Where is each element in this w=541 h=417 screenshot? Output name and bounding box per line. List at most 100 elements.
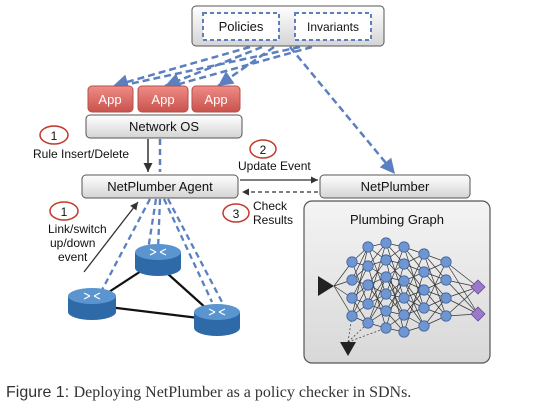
graph-edge-56 xyxy=(385,263,405,329)
graph-node-13 xyxy=(380,305,392,317)
graph-node-17 xyxy=(398,275,410,287)
policies-label: Policies xyxy=(219,19,264,34)
plumbing-graph-panel xyxy=(303,200,491,364)
graph-node-3 xyxy=(346,310,358,322)
app-label-1: App xyxy=(98,92,121,107)
graph-edge-95 xyxy=(445,279,479,315)
graph-node-24 xyxy=(418,302,430,314)
graph-edge-98 xyxy=(445,286,479,317)
step-3-text-line-2: Results xyxy=(253,213,293,227)
step-3-text-line-1: Check xyxy=(253,199,288,213)
graph-node-19 xyxy=(398,309,410,321)
step-2-text: Update Event xyxy=(238,159,311,173)
graph-edge-14 xyxy=(351,246,369,317)
policies-invariants-box: Policies Invariants xyxy=(191,5,385,47)
graph-node-9 xyxy=(380,237,392,249)
link-invariants-app-1 xyxy=(119,45,301,88)
graph-edge-76 xyxy=(403,271,425,333)
source-triangle-icon xyxy=(318,276,334,296)
graph-edge-101 xyxy=(347,322,369,343)
agent-router-link-3 xyxy=(156,198,162,251)
graph-edge-24 xyxy=(367,265,387,329)
graph-edge-87 xyxy=(423,261,447,309)
policies-box xyxy=(202,12,280,41)
link-event-arrow xyxy=(83,201,139,273)
agent-router-links xyxy=(100,198,224,303)
graph-node-8 xyxy=(362,317,374,329)
step-2-number: 2 xyxy=(260,143,267,157)
policy-links xyxy=(112,45,396,175)
graph-node-11 xyxy=(380,271,392,283)
graph-edge-69 xyxy=(403,253,425,299)
link-to-netplumber xyxy=(289,46,396,175)
graph-node-26 xyxy=(440,256,452,268)
step-1-rule-number: 1 xyxy=(51,129,58,143)
step-1-rule-text: Rule Insert/Delete xyxy=(33,147,129,161)
step-1-link-line-2: up/down xyxy=(50,236,95,250)
step-2-badge xyxy=(249,139,277,159)
apps-row: App App App xyxy=(87,85,241,113)
graph-node-20 xyxy=(398,326,410,338)
graph-node-28 xyxy=(440,292,452,304)
graph-edge-92 xyxy=(445,261,479,288)
graph-node-4 xyxy=(362,241,374,253)
graph-edge-33 xyxy=(367,276,387,324)
figure-caption: Figure 1: Deploying NetPlumber as a poli… xyxy=(6,384,411,402)
graph-node-25 xyxy=(418,320,430,332)
graph-edge-20 xyxy=(367,246,387,295)
app-box-2 xyxy=(137,85,189,113)
netplumber-agent-box xyxy=(81,174,239,199)
graph-edge-72 xyxy=(403,297,425,327)
router-icon-left xyxy=(68,288,116,320)
agent-router-link-2 xyxy=(146,198,158,251)
step-1-link-number: 1 xyxy=(61,205,68,219)
plumbing-graph-nodes xyxy=(346,237,486,338)
router-icon-top xyxy=(135,244,181,276)
graph-edge-3 xyxy=(333,285,353,317)
graph-node-2 xyxy=(346,292,358,304)
graph-edge-68 xyxy=(403,280,425,327)
graph-node-22 xyxy=(418,266,430,278)
step-3-badge xyxy=(222,203,250,223)
graph-node-5 xyxy=(362,260,374,272)
step-3-number: 3 xyxy=(233,207,240,221)
graph-node-21 xyxy=(418,248,430,260)
agent-router-link-1 xyxy=(100,198,152,291)
app-label-2: App xyxy=(151,92,174,107)
app-box-1 xyxy=(87,85,134,113)
link-to-app-2 xyxy=(164,45,263,88)
probe-triangle-icon xyxy=(340,342,356,356)
step-1-link-badge xyxy=(49,201,79,221)
graph-edge-102 xyxy=(347,327,387,343)
router-icon-right xyxy=(194,304,240,336)
invariants-label: Invariants xyxy=(307,20,359,34)
sink-diamond-icon-0 xyxy=(470,279,486,295)
step-1-link-line-3: event xyxy=(58,250,88,264)
graph-edge-34 xyxy=(367,293,387,324)
graph-edge-29 xyxy=(367,242,387,305)
netplumber-agent-label: NetPlumber Agent xyxy=(107,179,213,194)
graph-edge-7 xyxy=(351,246,369,281)
app-label-3: App xyxy=(204,92,227,107)
caption-lead: Figure 1: xyxy=(6,384,70,401)
app-box-3 xyxy=(191,85,241,113)
graph-node-16 xyxy=(398,258,410,270)
netplumber-box xyxy=(319,174,471,199)
graph-node-14 xyxy=(380,322,392,334)
graph-node-12 xyxy=(380,288,392,300)
invariants-box xyxy=(294,12,372,41)
graph-node-29 xyxy=(440,310,452,322)
graph-edge-93 xyxy=(445,261,479,315)
graph-edge-97 xyxy=(445,297,479,315)
graph-node-10 xyxy=(380,254,392,266)
graph-node-15 xyxy=(398,241,410,253)
caption-text: Deploying NetPlumber as a policy checker… xyxy=(73,384,412,401)
link-invariants-app-2 xyxy=(171,45,313,88)
agent-router-link-4 xyxy=(162,198,214,303)
graph-node-1 xyxy=(346,274,358,286)
step-1-link-line-1: Link/switch xyxy=(48,222,107,236)
graph-edge-90 xyxy=(423,297,447,327)
graph-edge-67 xyxy=(403,280,425,309)
link-to-app-1 xyxy=(112,45,251,90)
